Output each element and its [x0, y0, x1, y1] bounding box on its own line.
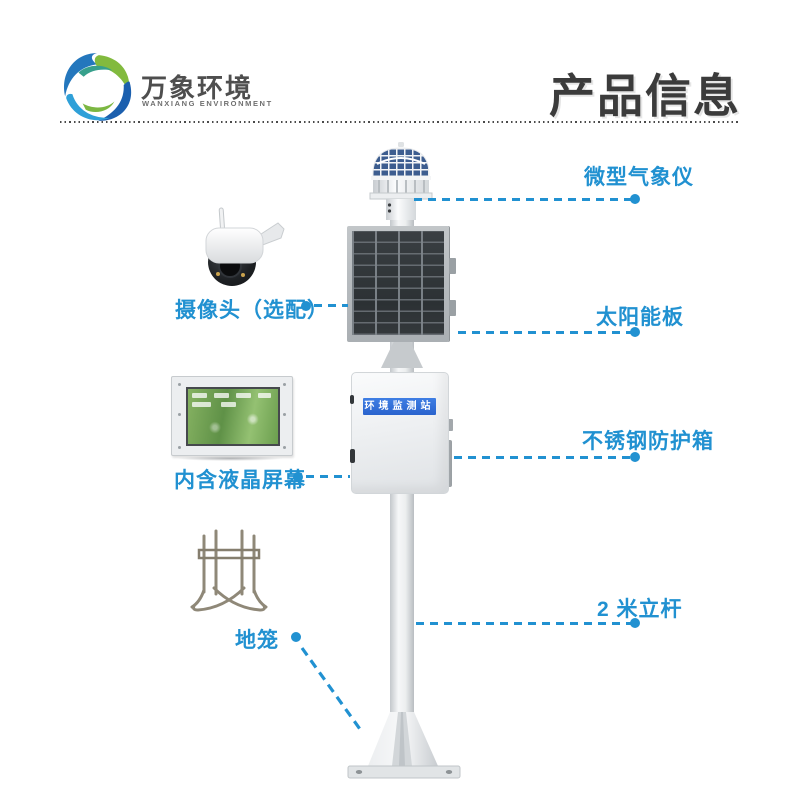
solar-pole-bracket	[381, 342, 423, 368]
callout-cage-line	[300, 647, 364, 733]
enclosure-nameplate: 环境监测站	[363, 398, 436, 415]
lcd-display	[186, 387, 280, 446]
page-title: 产品信息	[549, 70, 741, 122]
enclosure-vent-slot	[350, 395, 354, 404]
callout-camera: 摄像头（选配）	[175, 299, 329, 322]
callout-weather-dot	[630, 194, 640, 204]
callout-solar-dot	[630, 327, 640, 337]
callout-enclosure: 不锈钢防护箱	[582, 430, 714, 453]
callout-pole: 2 米立杆	[597, 598, 683, 621]
logo-company-name: 万象环境	[141, 73, 254, 103]
ground-cage-illustration	[190, 529, 268, 612]
wanxiang-globe-logo-icon	[64, 53, 132, 121]
solar-mount-tab	[449, 258, 456, 274]
callout-weather-line	[414, 198, 631, 201]
callout-enclosure-line	[454, 456, 631, 459]
callout-lcd-dot	[293, 472, 303, 482]
dotted-separator	[60, 121, 740, 123]
callout-cage-dot	[291, 632, 301, 642]
lcd-screen-illustration	[171, 376, 293, 456]
callout-lcd-line	[306, 475, 350, 478]
callout-enclosure-dot	[630, 452, 640, 462]
callout-cage: 地笼	[235, 629, 279, 652]
callout-camera-dot	[301, 301, 311, 311]
solar-mount-tab	[449, 300, 456, 316]
callout-camera-line	[314, 304, 348, 307]
callout-solar-panel: 太阳能板	[596, 306, 684, 329]
callout-pole-line	[416, 622, 631, 625]
camera-illustration	[205, 207, 285, 286]
callout-solar-line	[458, 331, 631, 334]
pole-base-illustration	[347, 712, 461, 779]
solar-panel-illustration	[347, 226, 449, 342]
callout-weather-sensor: 微型气象仪	[584, 166, 694, 189]
callout-pole-dot	[630, 618, 640, 628]
solar-cells	[352, 231, 444, 335]
weather-sensor-illustration	[369, 142, 433, 220]
logo-company-subtitle: WANXIANG ENVIRONMENT	[142, 99, 273, 108]
callout-lcd: 内含液晶屏幕	[174, 469, 306, 492]
enclosure-vent-slot	[350, 449, 355, 463]
enclosure-box-illustration: 环境监测站	[350, 372, 449, 494]
lcd-shadow	[177, 456, 283, 461]
